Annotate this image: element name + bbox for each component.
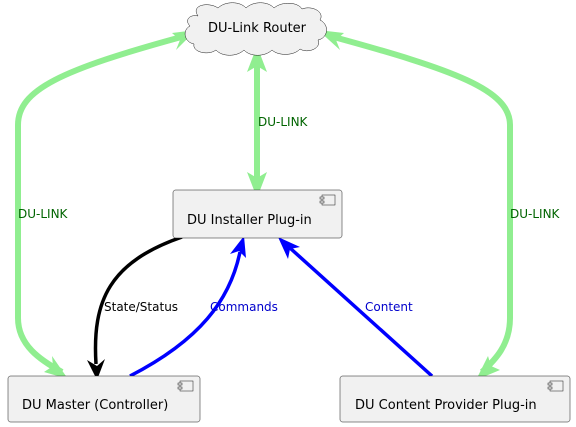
edge-label-router-installer: DU-LINK bbox=[258, 115, 309, 129]
edge-label-router-master: DU-LINK bbox=[18, 207, 69, 221]
edge-label-state-status: State/Status bbox=[104, 300, 178, 314]
provider-label: DU Content Provider Plug-in bbox=[355, 398, 537, 413]
installer-label: DU Installer Plug-in bbox=[187, 213, 312, 228]
master-node: DU Master (Controller) bbox=[7, 375, 201, 423]
component-icon bbox=[177, 380, 194, 392]
router-label: DU-Link Router bbox=[208, 21, 307, 36]
provider-node: DU Content Provider Plug-in bbox=[339, 375, 571, 423]
edge-router-provider: DU-LINK bbox=[318, 30, 561, 380]
component-icon bbox=[319, 194, 336, 206]
edge-installer-master: State/Status bbox=[87, 235, 183, 380]
installer-node: DU Installer Plug-in bbox=[172, 189, 343, 239]
cloud-icon bbox=[184, 2, 327, 56]
edge-router-installer: DU-LINK bbox=[247, 46, 309, 198]
edge-router-master: DU-LINK bbox=[15, 30, 196, 379]
edge-label-content: Content bbox=[365, 300, 413, 314]
router-node: DU-Link Router bbox=[184, 2, 327, 56]
edge-master-installer: Commands bbox=[129, 236, 278, 378]
component-icon bbox=[547, 380, 564, 392]
master-label: DU Master (Controller) bbox=[22, 398, 168, 413]
edge-label-router-provider: DU-LINK bbox=[510, 207, 561, 221]
edge-provider-installer: Content bbox=[278, 237, 434, 378]
edge-label-commands: Commands bbox=[210, 300, 278, 314]
